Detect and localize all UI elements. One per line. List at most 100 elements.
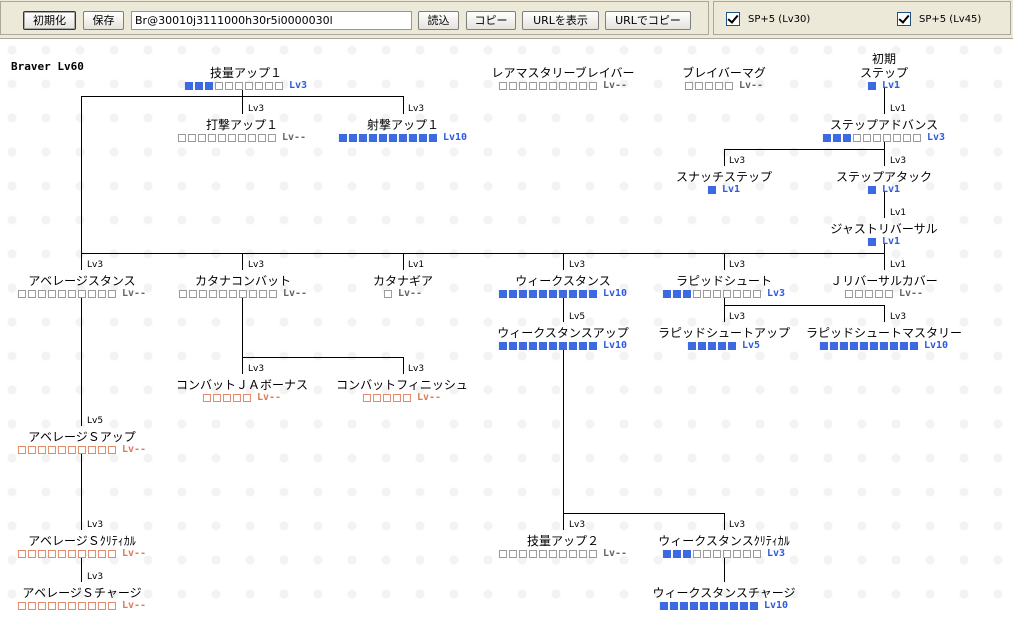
skill-point-box[interactable]: [372, 393, 381, 402]
skill-point-box[interactable]: [383, 289, 392, 298]
skill-point-box[interactable]: [247, 133, 256, 142]
skill-point-box[interactable]: [568, 341, 577, 350]
skill-point-box[interactable]: [498, 289, 507, 298]
skill-point-box[interactable]: [267, 133, 276, 142]
skill-point-box[interactable]: [27, 549, 36, 558]
skill-point-box[interactable]: [872, 133, 881, 142]
skill-point-box[interactable]: [839, 341, 848, 350]
skill-point-box[interactable]: [107, 445, 116, 454]
skill-point-box[interactable]: [842, 133, 851, 142]
skill-point-box[interactable]: [867, 81, 876, 90]
skill-point-box[interactable]: [27, 601, 36, 610]
skill-point-box[interactable]: [107, 601, 116, 610]
skill-point-box[interactable]: [752, 549, 761, 558]
skill-point-box[interactable]: [177, 133, 186, 142]
sp-lv30-checkbox[interactable]: [726, 12, 740, 26]
skill-point-box[interactable]: [742, 549, 751, 558]
skill-point-box[interactable]: [77, 289, 86, 298]
skill-point-box[interactable]: [578, 81, 587, 90]
copy-url-button[interactable]: URLでコピー: [605, 11, 691, 30]
skill-point-box[interactable]: [97, 289, 106, 298]
skill-point-box[interactable]: [57, 289, 66, 298]
skill-point-box[interactable]: [672, 549, 681, 558]
skill-point-box[interactable]: [87, 549, 96, 558]
skill-point-box[interactable]: [222, 393, 231, 402]
skill-point-box[interactable]: [689, 601, 698, 610]
skill-point-box[interactable]: [588, 81, 597, 90]
skill-point-box[interactable]: [197, 133, 206, 142]
skill-point-box[interactable]: [912, 133, 921, 142]
show-url-button[interactable]: URLを表示: [522, 11, 599, 30]
skill-point-box[interactable]: [712, 289, 721, 298]
skill-point-box[interactable]: [722, 549, 731, 558]
skill-point-box[interactable]: [538, 289, 547, 298]
skill-point-box[interactable]: [558, 289, 567, 298]
skill-point-box[interactable]: [687, 341, 696, 350]
skill-point-box[interactable]: [362, 393, 371, 402]
skill-point-box[interactable]: [528, 81, 537, 90]
skill-point-box[interactable]: [248, 289, 257, 298]
skill-point-box[interactable]: [67, 549, 76, 558]
skill-point-box[interactable]: [217, 133, 226, 142]
skill-point-box[interactable]: [682, 549, 691, 558]
skill-point-box[interactable]: [348, 133, 357, 142]
skill-point-box[interactable]: [67, 601, 76, 610]
skill-point-box[interactable]: [498, 549, 507, 558]
skill-point-box[interactable]: [717, 341, 726, 350]
skill-point-box[interactable]: [224, 81, 233, 90]
skill-point-box[interactable]: [819, 341, 828, 350]
skill-point-box[interactable]: [707, 341, 716, 350]
skill-point-box[interactable]: [752, 289, 761, 298]
skill-point-box[interactable]: [702, 289, 711, 298]
skill-point-box[interactable]: [198, 289, 207, 298]
skill-point-box[interactable]: [869, 341, 878, 350]
skill-point-box[interactable]: [692, 289, 701, 298]
skill-point-box[interactable]: [909, 341, 918, 350]
skill-point-box[interactable]: [692, 549, 701, 558]
skill-point-box[interactable]: [662, 289, 671, 298]
skill-point-box[interactable]: [27, 445, 36, 454]
reset-button[interactable]: 初期化: [23, 11, 76, 30]
skill-point-box[interactable]: [37, 289, 46, 298]
skill-point-box[interactable]: [274, 81, 283, 90]
skill-point-box[interactable]: [178, 289, 187, 298]
skill-point-box[interactable]: [548, 549, 557, 558]
skill-point-box[interactable]: [889, 341, 898, 350]
skill-point-box[interactable]: [568, 81, 577, 90]
skill-point-box[interactable]: [662, 549, 671, 558]
skill-point-box[interactable]: [669, 601, 678, 610]
skill-point-box[interactable]: [97, 601, 106, 610]
skill-point-box[interactable]: [714, 81, 723, 90]
skill-point-box[interactable]: [37, 549, 46, 558]
skill-point-box[interactable]: [568, 549, 577, 558]
skill-point-box[interactable]: [892, 133, 901, 142]
skill-point-box[interactable]: [829, 341, 838, 350]
skill-point-box[interactable]: [77, 445, 86, 454]
skill-point-box[interactable]: [732, 549, 741, 558]
skill-point-box[interactable]: [17, 445, 26, 454]
skill-point-box[interactable]: [722, 289, 731, 298]
skill-point-box[interactable]: [538, 549, 547, 558]
skill-point-box[interactable]: [528, 289, 537, 298]
skill-point-box[interactable]: [742, 289, 751, 298]
skill-point-box[interactable]: [338, 133, 347, 142]
skill-point-box[interactable]: [899, 341, 908, 350]
copy-button[interactable]: コピー: [466, 11, 516, 30]
skill-point-box[interactable]: [67, 445, 76, 454]
skill-point-box[interactable]: [27, 289, 36, 298]
skill-point-box[interactable]: [518, 289, 527, 298]
skill-point-box[interactable]: [107, 549, 116, 558]
skill-point-box[interactable]: [702, 549, 711, 558]
skill-point-box[interactable]: [358, 133, 367, 142]
skill-point-box[interactable]: [204, 81, 213, 90]
skill-point-box[interactable]: [849, 341, 858, 350]
skill-point-box[interactable]: [37, 601, 46, 610]
skill-point-box[interactable]: [378, 133, 387, 142]
skill-point-box[interactable]: [508, 341, 517, 350]
skill-point-box[interactable]: [418, 133, 427, 142]
skill-point-box[interactable]: [558, 81, 567, 90]
skill-point-box[interactable]: [578, 549, 587, 558]
skill-point-box[interactable]: [697, 341, 706, 350]
skill-point-box[interactable]: [729, 601, 738, 610]
skill-point-box[interactable]: [238, 289, 247, 298]
